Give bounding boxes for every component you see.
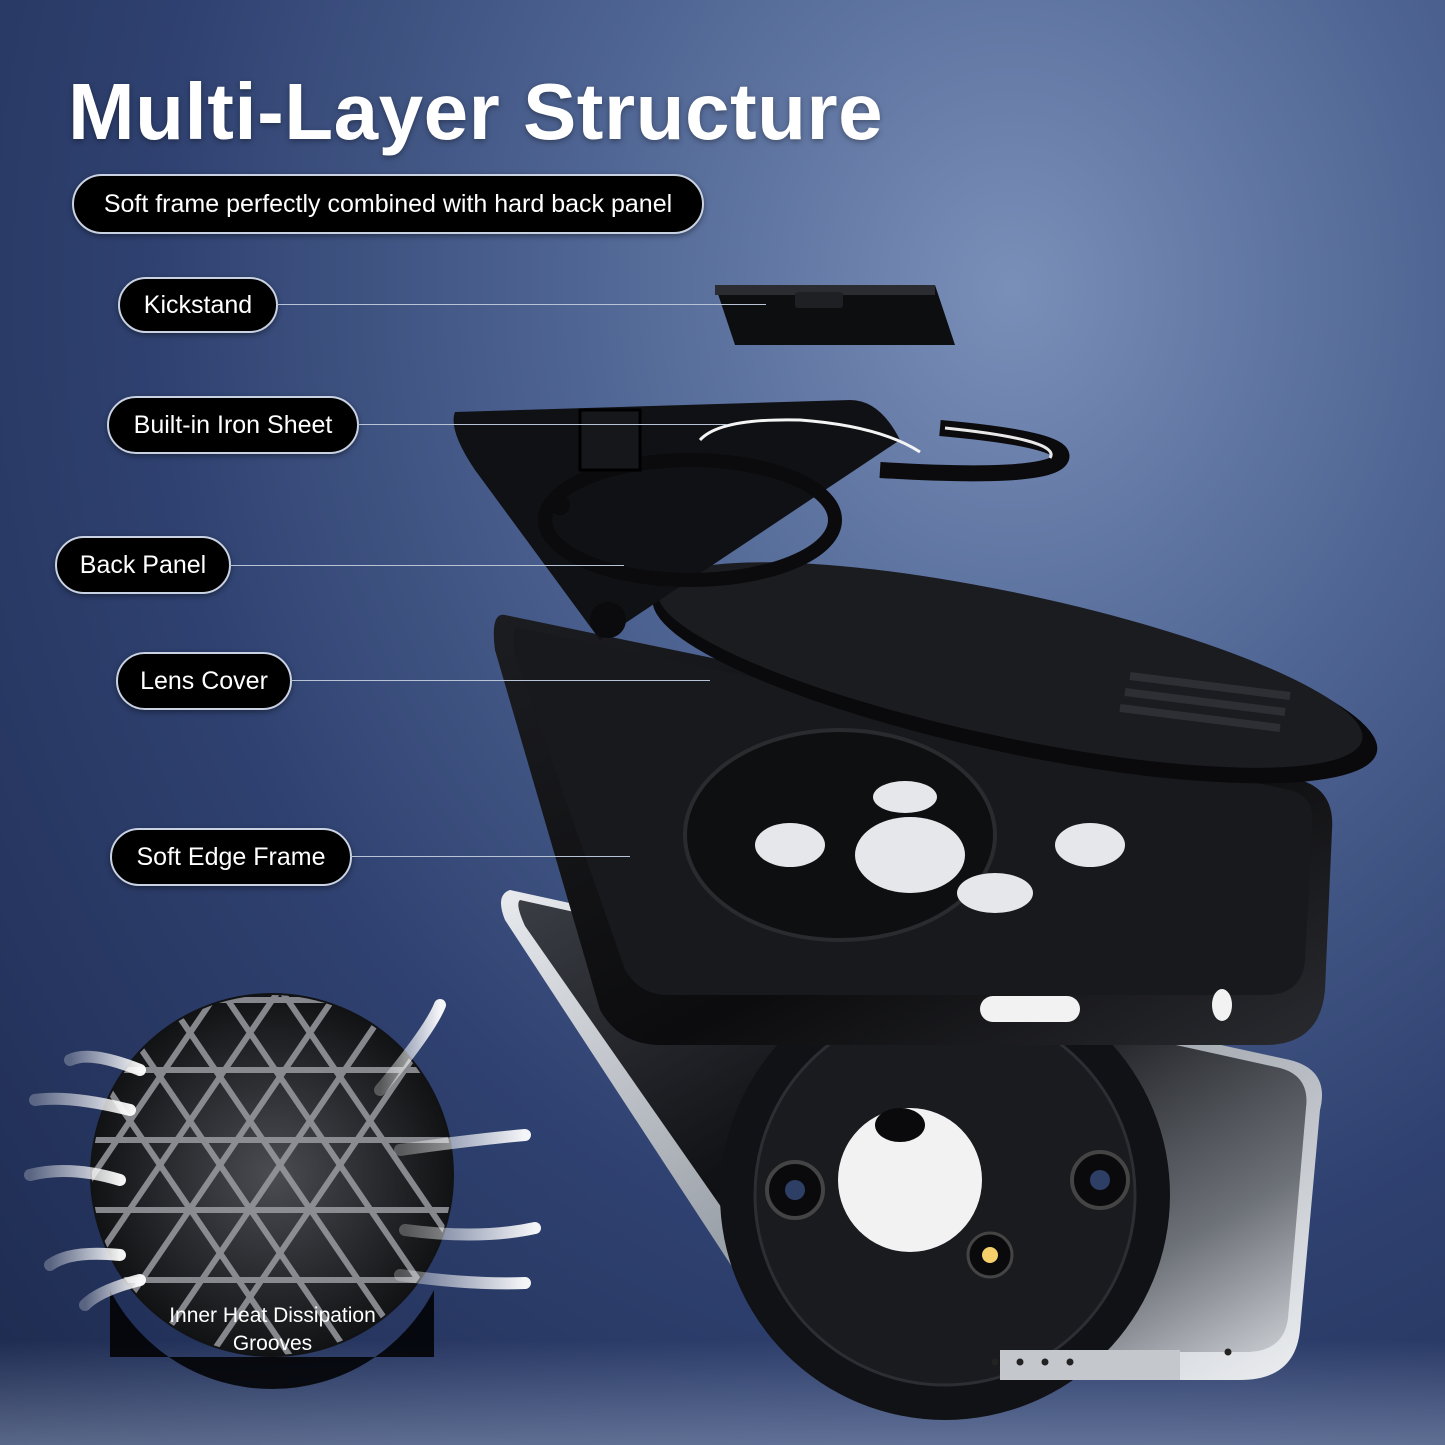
leader-iron-sheet <box>357 424 727 425</box>
subtitle-pill: Soft frame perfectly combined with hard … <box>72 174 704 234</box>
back-panel <box>453 400 900 640</box>
lens-cover <box>652 562 1378 784</box>
leader-lens-cover <box>290 680 710 681</box>
leader-back-panel <box>229 565 624 566</box>
label-kickstand: Kickstand <box>118 277 278 333</box>
iron-sheet-ring <box>698 418 1070 482</box>
leader-soft-edge-frame <box>350 856 630 857</box>
vent-caption-line2: Grooves <box>232 1332 313 1355</box>
leader-kickstand <box>276 304 766 305</box>
label-iron-sheet: Built-in Iron Sheet <box>107 396 359 454</box>
airflow-arrows <box>24 999 541 1311</box>
label-soft-edge-frame: Soft Edge Frame <box>110 828 352 886</box>
label-lens-cover: Lens Cover <box>116 652 292 710</box>
label-back-panel: Back Panel <box>55 536 231 594</box>
soft-edge-frame <box>493 614 1333 1045</box>
vent-caption: Inner Heat Dissipation Grooves <box>140 1302 405 1358</box>
kickstand <box>715 285 955 345</box>
vent-caption-line1: Inner Heat Dissipation <box>169 1304 376 1327</box>
page-title: Multi-Layer Structure <box>68 67 884 156</box>
